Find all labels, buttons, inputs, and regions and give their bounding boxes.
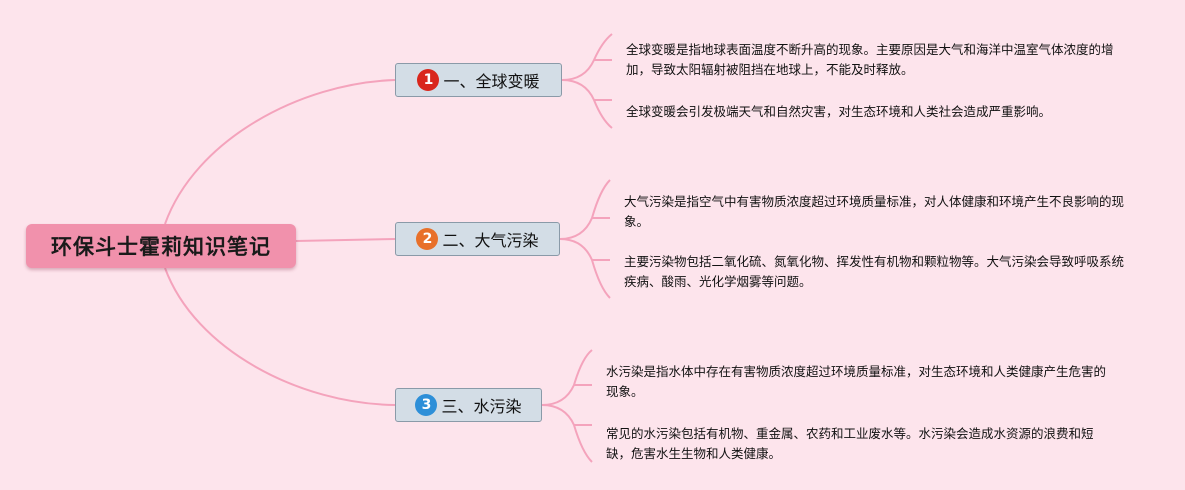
note-global-warming-definition[interactable]: 全球变暖是指地球表面温度不断升高的现象。主要原因是大气和海洋中温室气体浓度的增加… xyxy=(626,42,1114,77)
root-to-topic-1-line xyxy=(164,79,396,225)
topic-water-pollution[interactable]: 3 三、水污染 xyxy=(395,388,542,422)
topic-air-pollution[interactable]: 2 二、大气污染 xyxy=(395,222,560,256)
topic-global-warming[interactable]: 1 一、全球变暖 xyxy=(395,63,562,97)
note-global-warming-impact[interactable]: 全球变暖会引发极端天气和自然灾害，对生态环境和人类社会造成严重影响。 xyxy=(626,104,1052,119)
note-water-pollution-types[interactable]: 常见的水污染包括有机物、重金属、农药和工业废水等。水污染会造成水资源的浪费和短缺… xyxy=(606,426,1094,461)
topic-2-branch-line xyxy=(559,179,611,299)
note-water-pollution-definition[interactable]: 水污染是指水体中存在有害物质浓度超过环境质量标准，对生态环境和人类健康产生危害的… xyxy=(606,364,1107,399)
topic-label: 一、全球变暖 xyxy=(443,72,540,91)
root-to-topic-3-line xyxy=(164,267,396,406)
root-to-topic-2-line xyxy=(295,238,396,242)
topic-label: 三、水污染 xyxy=(441,397,522,416)
number-1-icon: 1 xyxy=(417,69,440,91)
number-2-icon: 2 xyxy=(416,228,439,250)
root-title: 环保斗士霍莉知识笔记 xyxy=(51,235,271,259)
root-topic[interactable]: 环保斗士霍莉知识笔记 xyxy=(26,224,296,268)
topic-1-branch-line xyxy=(561,33,613,129)
note-air-pollution-definition[interactable]: 大气污染是指空气中有害物质浓度超过环境质量标准，对人体健康和环境产生不良影响的现… xyxy=(624,194,1125,229)
topic-label: 二、大气污染 xyxy=(442,231,539,250)
number-3-icon: 3 xyxy=(415,394,438,416)
topic-3-branch-line xyxy=(541,349,593,463)
note-air-pollution-pollutants[interactable]: 主要污染物包括二氧化硫、氮氧化物、挥发性有机物和颗粒物等。大气污染会导致呼吸系统… xyxy=(624,254,1125,289)
